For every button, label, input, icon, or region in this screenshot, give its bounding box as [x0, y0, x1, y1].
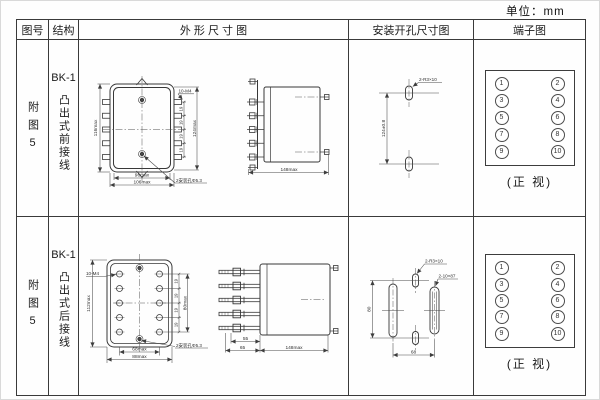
centerlines: [103, 76, 181, 181]
dim-width-outer: 106max: [133, 180, 151, 186]
structure-label: 凸出式前接线: [57, 94, 70, 172]
dim-pitch-3: 19: [174, 307, 179, 312]
terminal-8: 8: [550, 310, 565, 325]
terminal-10: 10: [550, 144, 565, 159]
header-terminal: 端子图: [474, 20, 585, 40]
dimension-table: 图号 结构 外 形 尺 寸 图 安装开孔尺寸图 端子图 附图5 BK-1 凸出式…: [16, 19, 586, 396]
row2-fig-no-cell: 附图5: [17, 217, 49, 395]
outline-drawing-rear-wiring: 10-M4 112max 19 19 19 19 80max 68max 88m…: [86, 254, 339, 363]
centerlines: [113, 254, 166, 353]
side-view-dimension: [248, 154, 329, 175]
terminal-9: 9: [494, 144, 509, 159]
side-view-studs: [218, 265, 339, 334]
terminal-diagram: 1 2 3 4 5 6 7 8 9 10: [484, 254, 575, 348]
row2-outline-cell: 10-M4 112max 19 19 19 19 80max 68max 88m…: [79, 217, 349, 395]
dim-hole-spacing: 124±0.8: [381, 120, 387, 138]
thread-label: 10-M4: [179, 89, 192, 94]
side-view-dimensions: [225, 333, 329, 353]
model-label: BK-1: [51, 249, 76, 261]
dim-width-outer: 88max: [132, 354, 147, 360]
row2-terminal-cell: 1 2 3 4 5 6 7 8 9 10 (正 视): [474, 217, 585, 395]
dim-slot-spacing: 68: [411, 350, 417, 356]
install-drawing-front-wiring: 124±0.8 2-R3×10: [379, 77, 442, 178]
fig-no-label: 附图5: [26, 278, 39, 334]
relay-side-view: [248, 78, 321, 171]
install-drawing-rear-wiring: 80 68 2-R3×10 2-10×87: [366, 259, 458, 358]
slot-axis-lines: [370, 280, 445, 339]
row2-structure-cell: BK-1 凸出式后接线: [49, 217, 79, 395]
dim-hole-spacing: 80: [366, 306, 372, 312]
slot2-size-label: 2-10×87: [439, 274, 456, 279]
row1-fig-no-cell: 附图5: [17, 40, 49, 217]
slot-size-label: 2-R3×10: [425, 259, 443, 264]
unit-label: 单位：mm: [506, 6, 565, 18]
side-view-centerlines: [295, 96, 319, 153]
fig-no-label: 附图5: [26, 100, 39, 156]
row1-terminal-cell: 1 2 3 4 5 6 7 8 9 10 (正 视): [474, 40, 585, 217]
view-label: (正 视): [506, 175, 553, 189]
terminal-10: 10: [550, 326, 565, 341]
dim-pitch-1: 19: [178, 106, 183, 111]
dim-right-height: 124max: [192, 119, 198, 137]
dim-width-inner: 68max: [132, 347, 147, 353]
terminal-6: 6: [550, 293, 565, 308]
dim-pitch-2: 19: [174, 293, 179, 298]
side-terminal-nuts: [102, 99, 182, 160]
terminal-5: 5: [494, 293, 509, 308]
dim-left-height: 112max: [86, 295, 92, 312]
slot-size-label: 2-R3×10: [419, 77, 437, 82]
terminal-4: 4: [550, 94, 565, 109]
dimension-lines: [86, 259, 208, 363]
side-view-terminals: [247, 94, 330, 161]
terminal-3: 3: [494, 277, 509, 292]
outline-drawing-front-wiring: 116max 19 19 19 19 124max 10-M4 96max 10…: [93, 76, 330, 188]
view-label: (正 视): [506, 357, 553, 371]
header-structure: 结构: [49, 20, 79, 40]
thread-label: 10-M4: [86, 271, 99, 276]
mount-hole-label: 2安装孔Φ5.3: [176, 342, 202, 349]
dim-width-inner: 96max: [135, 173, 150, 179]
install-dimension: [384, 82, 442, 164]
dim-pitch-1: 19: [174, 278, 179, 283]
dim-pitch-4: 19: [178, 147, 183, 152]
dim-left-height: 116max: [93, 119, 99, 136]
install-dimensions: [370, 263, 458, 358]
row1-outline-cell: 116max 19 19 19 19 124max 10-M4 96max 10…: [79, 40, 349, 217]
dim-pitch-4: 19: [174, 322, 179, 327]
mount-hole-label: 2安装孔Φ5.3: [176, 177, 202, 184]
row2-install-cell: 80 68 2-R3×10 2-10×87: [349, 217, 474, 395]
terminal-9: 9: [494, 326, 509, 341]
dim-depth: 148max: [285, 345, 303, 351]
terminal-4: 4: [550, 277, 565, 292]
terminal-7: 7: [494, 127, 509, 142]
dim-stud2: 65: [240, 345, 246, 351]
terminal-2: 2: [550, 77, 565, 92]
dim-pitch-2: 19: [178, 120, 183, 125]
dim-depth: 148max: [280, 167, 298, 173]
dim-stud: 55: [243, 336, 249, 342]
terminal-1: 1: [494, 261, 509, 276]
dim-right-height: 80max: [182, 295, 188, 310]
model-label: BK-1: [51, 72, 76, 84]
terminal-3: 3: [494, 94, 509, 109]
terminal-8: 8: [550, 127, 565, 142]
row1-install-cell: 124±0.8 2-R3×10: [349, 40, 474, 217]
dim-pitch-3: 19: [178, 134, 183, 139]
structure-label: 凸出式后接线: [57, 271, 70, 349]
header-fig-no: 图号: [17, 20, 49, 40]
header-outline: 外 形 尺 寸 图: [79, 20, 349, 40]
header-install: 安装开孔尺寸图: [349, 20, 474, 40]
dimension-lines: [97, 83, 207, 188]
terminal-1: 1: [494, 77, 509, 92]
terminal-diagram: 1 2 3 4 5 6 7 8 9 10: [484, 70, 575, 166]
terminal-2: 2: [550, 261, 565, 276]
row1-structure-cell: BK-1 凸出式前接线: [49, 40, 79, 217]
terminal-5: 5: [494, 110, 509, 125]
terminal-7: 7: [494, 310, 509, 325]
terminal-6: 6: [550, 110, 565, 125]
